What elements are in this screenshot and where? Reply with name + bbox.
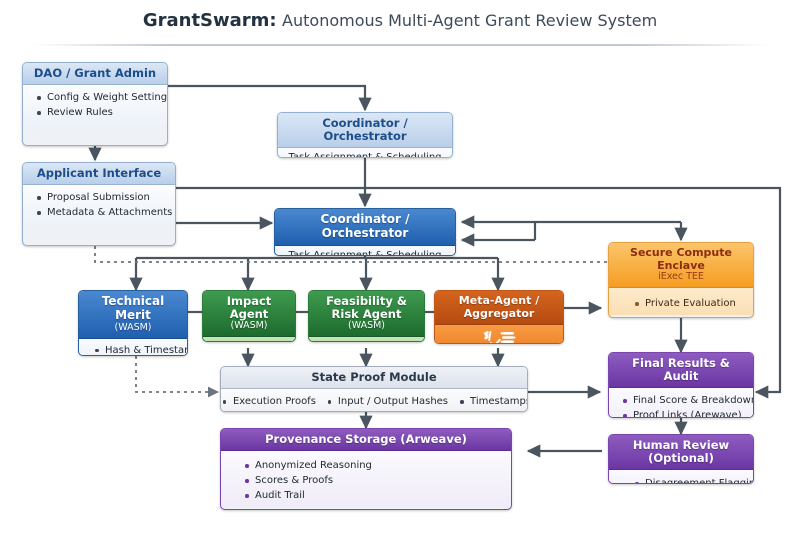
list-item: Hash & Timestamp xyxy=(95,344,187,356)
node-coordinator-top[interactable]: Coordinator / Orchestrator Task Assignme… xyxy=(277,112,453,158)
node-final-results-audit[interactable]: Final Results & Audit Final Score & Brea… xyxy=(608,352,754,418)
meta-agent-body xyxy=(435,325,563,343)
page-title-subtitle: Autonomous Multi-Agent Grant Review Syst… xyxy=(282,11,658,30)
technical-merit-title: Technical Merit xyxy=(101,294,165,322)
state-proof-header: State Proof Module xyxy=(221,367,527,390)
coordinator-top-header: Coordinator / Orchestrator xyxy=(278,113,452,149)
node-feasibility-risk-agent[interactable]: Feasibility & Risk Agent (WASM) xyxy=(308,290,425,342)
dao-admin-body: Config & Weight Settings Review Rules xyxy=(23,85,168,126)
list-item: Timestamps xyxy=(460,394,527,409)
impact-agent-header: Impact Agent (WASM) xyxy=(203,291,295,338)
title-divider xyxy=(32,44,768,46)
list-item: Scores & Proofs xyxy=(245,473,507,488)
node-coordinator-main[interactable]: Coordinator / Orchestrator Task Assignme… xyxy=(274,208,456,256)
secure-enclave-title: Secure Compute Enclave xyxy=(630,246,732,272)
node-applicant-interface[interactable]: Applicant Interface Proposal Submission … xyxy=(22,162,176,246)
coordinator-top-body: Task Assignment & Scheduling xyxy=(278,148,452,157)
coordinator-main-body: Task Assignment & Scheduling xyxy=(275,245,455,255)
dao-admin-header: DAO / Grant Admin xyxy=(23,63,167,86)
list-item: Private Evaluation xyxy=(635,296,749,311)
list-item: Anonymized Reasoning xyxy=(245,458,507,473)
page-title-brand: GrantSwarm: xyxy=(142,10,277,31)
coordinator-main-header: Coordinator / Orchestrator xyxy=(275,209,455,246)
list-item: Final Score & Breakdown xyxy=(623,395,754,407)
state-proof-body: Execution Proofs Input / Output Hashes T… xyxy=(221,389,527,411)
feasibility-agent-body xyxy=(309,337,424,341)
list-item: Metadata & Attachments xyxy=(37,207,173,219)
list-item: Proposal Submission xyxy=(37,190,167,205)
impact-agent-title: Impact Agent xyxy=(226,294,272,322)
technical-merit-header: Technical Merit (WASM) xyxy=(79,291,187,339)
list-item: Review Rules xyxy=(37,105,159,120)
list-item: Input / Output Hashes xyxy=(327,396,449,408)
list-item: Proof Links (Arewave) xyxy=(623,408,745,417)
list-item: Disagreement Flagging xyxy=(635,476,753,483)
feasibility-agent-subtitle: (WASM) xyxy=(347,320,385,332)
node-provenance-storage[interactable]: Provenance Storage (Arweave) Anonymized … xyxy=(220,428,512,510)
list-item: Execution Proofs xyxy=(222,396,316,408)
list-item: Audit Trail xyxy=(245,488,507,503)
meta-agent-header: Meta-Agent / Aggregator xyxy=(435,291,563,326)
node-impact-agent[interactable]: Impact Agent (WASM) xyxy=(202,290,296,342)
node-dao-grant-admin[interactable]: DAO / Grant Admin Config & Weight Settin… xyxy=(22,62,168,146)
node-state-proof-module[interactable]: State Proof Module Execution Proofs Inpu… xyxy=(220,366,528,412)
list-item: Config & Weight Settings xyxy=(37,92,168,104)
applicant-interface-header: Applicant Interface xyxy=(23,163,175,186)
secure-enclave-header: Secure Compute Enclave iExec TEE xyxy=(609,243,753,289)
aggregator-checklist-icon xyxy=(483,331,516,343)
node-secure-compute-enclave[interactable]: Secure Compute Enclave iExec TEE Private… xyxy=(608,242,754,318)
technical-merit-body: Hash & Timestamp Anonymize Proposal xyxy=(79,338,187,356)
feasibility-agent-header: Feasibility & Risk Agent (WASM) xyxy=(309,291,424,338)
provenance-storage-body: Anonymized Reasoning Scores & Proofs Aud… xyxy=(221,451,511,508)
final-results-body: Final Score & Breakdown Proof Links (Are… xyxy=(609,388,754,417)
impact-agent-body xyxy=(203,337,295,341)
node-human-review[interactable]: Human Review (Optional) Disagreement Fla… xyxy=(608,434,754,484)
provenance-storage-header: Provenance Storage (Arweave) xyxy=(221,429,511,452)
human-review-body: Disagreement Flagging xyxy=(609,470,753,483)
human-review-header: Human Review (Optional) xyxy=(609,435,753,471)
applicant-interface-body: Proposal Submission Metadata & Attachmen… xyxy=(23,185,175,226)
page-title: GrantSwarm: Autonomous Multi-Agent Grant… xyxy=(0,10,800,31)
secure-enclave-body: Private Evaluation xyxy=(609,288,753,316)
secure-enclave-subtitle: iExec TEE xyxy=(658,271,704,283)
node-technical-merit-agent[interactable]: Technical Merit (WASM) Hash & Timestamp … xyxy=(78,290,188,356)
node-meta-agent-aggregator[interactable]: Meta-Agent / Aggregator xyxy=(434,290,564,344)
impact-agent-subtitle: (WASM) xyxy=(230,320,268,332)
technical-merit-subtitle: (WASM) xyxy=(114,321,152,333)
feasibility-agent-title: Feasibility & Risk Agent xyxy=(326,294,407,322)
final-results-header: Final Results & Audit xyxy=(609,353,753,389)
